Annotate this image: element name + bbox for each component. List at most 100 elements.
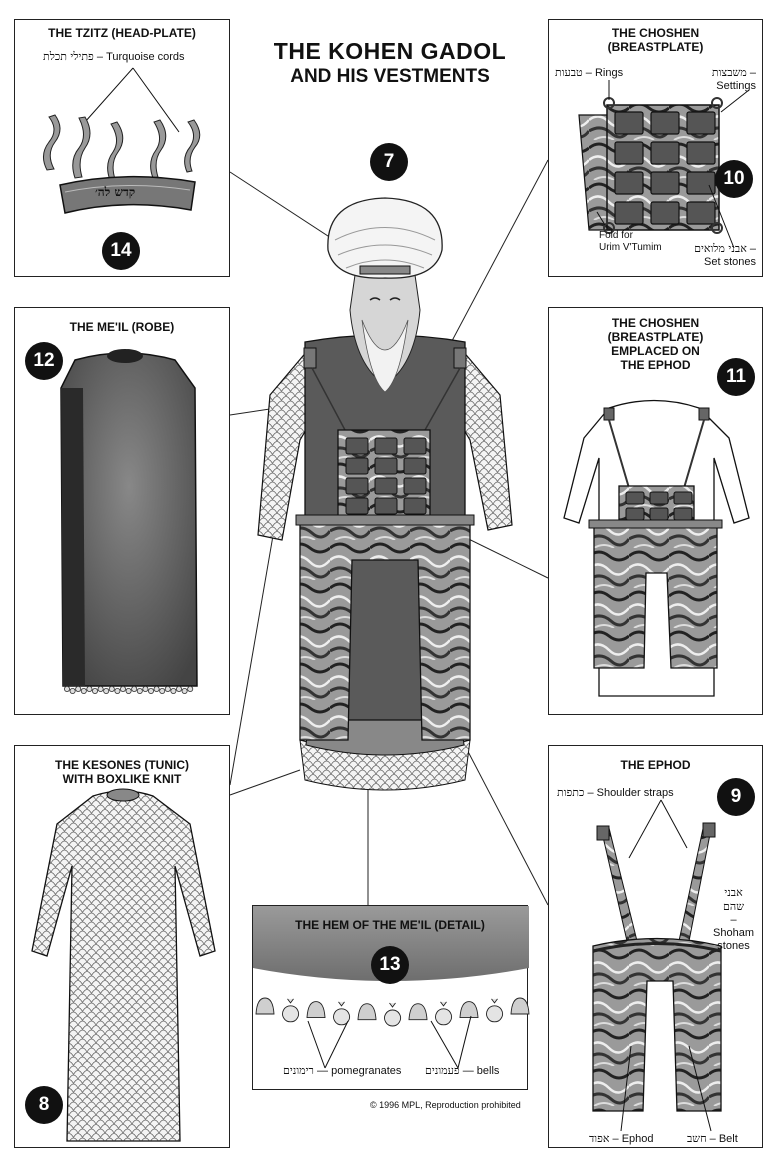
hem-bell — [306, 1001, 326, 1018]
robe-hem-bell — [147, 687, 154, 694]
hem-pomegranates-label: רימונים — pomegranates — [283, 1064, 401, 1078]
choshen-settings-dash: – — [749, 67, 756, 79]
badge-12: 12 — [25, 342, 63, 380]
breastplate-stone — [345, 437, 369, 455]
robe-hem-bell — [120, 685, 127, 692]
robe-hem-bell — [86, 685, 93, 692]
panel-choshen-ephod-title-line2: (BREASTPLATE) — [607, 330, 704, 344]
panel-meil: THE ME'IL (ROBE) 12 — [14, 307, 230, 715]
breastplate-stone — [614, 141, 644, 165]
tzitz-cords-label: פתילי תכלת – Turquoise cords — [43, 50, 185, 64]
robe-hem-bell — [125, 687, 132, 694]
hem-pomegranates-english: — pomegranates — [317, 1065, 402, 1077]
tzitz-illustration — [43, 67, 201, 214]
choshen-rings-hebrew: טבעות — [555, 66, 583, 79]
kohen-gadol-figure — [257, 197, 513, 791]
robe-hem-bell — [103, 687, 110, 694]
robe-hem-bell — [114, 687, 121, 694]
choshen-ephod-illustration — [563, 399, 750, 697]
hem-bells-label: פעמונים — bells — [425, 1064, 499, 1078]
page-title: THE KOHEN GADOL — [273, 38, 507, 64]
ephod-illustration — [592, 799, 722, 1132]
choshen-settings-english: Settings — [716, 80, 756, 92]
ephod-ephod-hebrew: אפוד — [589, 1132, 610, 1145]
breastplate-stone — [649, 491, 669, 505]
breastplate-stone — [345, 457, 369, 475]
breastplate-stone — [345, 477, 369, 495]
hem-pomegranate — [282, 998, 299, 1023]
panel-choshen: THE CHOSHEN (BREASTPLATE) טבעות – Rings … — [548, 19, 763, 277]
breastplate-stone — [614, 171, 644, 195]
breastplate-stone — [673, 491, 693, 505]
breastplate-stone — [650, 201, 680, 225]
panel-hem-title: THE HEM OF THE ME'IL (DETAIL) — [295, 918, 485, 932]
ephod-straps-english: – Shoulder straps — [587, 787, 674, 799]
choshen-fold-line1: Fold for — [599, 230, 633, 241]
choshen-rings-english: – Rings — [585, 67, 624, 79]
ephod-shoham-dash: – — [730, 914, 737, 926]
breastplate-stone — [374, 497, 398, 515]
hem-bell — [459, 1001, 479, 1018]
kesones-illustration — [31, 788, 216, 1142]
robe-hem-bell — [142, 685, 149, 692]
panel-ephod-title: THE EPHOD — [620, 758, 691, 772]
breastplate-stone — [374, 457, 398, 475]
ephod-ephod-label: אפוד – Ephod — [589, 1132, 654, 1146]
choshen-stones-english: Set stones — [704, 256, 756, 268]
robe-hem-bell — [181, 687, 188, 694]
panel-tzitz: THE TZITZ (HEAD-PLATE) פתילי תכלת – Turq… — [14, 19, 230, 277]
robe-hem-bell — [153, 685, 160, 692]
choshen-fold-label: Fold for Urim V'Tumim — [599, 230, 662, 254]
tzitz-plate-inscription: קדש לה׳ — [95, 185, 136, 199]
badge-7: 7 — [370, 143, 408, 181]
hem-bells-hebrew: פעמונים — [425, 1064, 460, 1077]
tzitz-cords-hebrew: פתילי תכלת — [43, 50, 94, 63]
robe-hem-bell — [80, 687, 87, 694]
breastplate-stone — [403, 457, 427, 475]
badge-10: 10 — [715, 160, 753, 198]
panel-choshen-ephod-title-line3: EMPLACED ON — [611, 344, 700, 358]
panel-choshen-title-line2: (BREASTPLATE) — [607, 40, 704, 54]
badge-8: 8 — [25, 1086, 63, 1124]
breastplate-stone — [650, 111, 680, 135]
robe-hem-bell — [164, 685, 171, 692]
breastplate-stone — [650, 171, 680, 195]
page-subtitle: AND HIS VESTMENTS — [290, 66, 490, 87]
hem-bell — [408, 1003, 428, 1021]
hem-bells-english: — bells — [462, 1065, 500, 1077]
ephod-shoham-label: אבני שהם – Shoham stones — [713, 886, 754, 953]
robe-hem-bell — [69, 687, 76, 694]
choshen-settings-hebrew: משבצות — [711, 66, 747, 79]
panel-choshen-ephod-title-line4: THE EPHOD — [620, 358, 691, 372]
panel-kesones-title-line2: WITH BOXLIKE KNIT — [62, 772, 182, 786]
breastplate-stone — [673, 507, 693, 521]
breastplate-stone — [403, 497, 427, 515]
robe-hem-bell — [159, 687, 166, 694]
ephod-straps-label: כתפות – Shoulder straps — [557, 786, 674, 800]
breastplate-stone — [614, 111, 644, 135]
choshen-illustration — [578, 80, 750, 249]
robe-hem-bell — [170, 687, 177, 694]
panel-kesones: THE KESONES (TUNIC) WITH BOXLIKE KNIT 8 — [14, 745, 230, 1148]
panel-hem: THE HEM OF THE ME'IL (DETAIL) 13 רימונים… — [252, 905, 530, 1090]
choshen-rings-label: טבעות – Rings — [555, 66, 623, 80]
breastplate-stone — [686, 201, 716, 225]
badge-9: 9 — [717, 778, 755, 816]
ephod-shoham-hebrew-2: שהם — [723, 900, 744, 913]
choshen-stones-label: אבני מלואים – Set stones — [694, 242, 756, 269]
breastplate-stone — [686, 111, 716, 135]
copyright-notice: © 1996 MPL, Reproduction prohibited — [370, 1100, 521, 1110]
ephod-shoham-line1: Shoham — [713, 927, 754, 939]
breastplate-stone — [403, 437, 427, 455]
robe-hem-bell — [64, 685, 71, 692]
choshen-settings-label: משבצות – Settings — [712, 66, 756, 93]
hem-bell — [255, 997, 275, 1015]
ephod-belt-english: – Belt — [709, 1133, 738, 1145]
choshen-fold-line2: Urim V'Tumim — [599, 242, 662, 253]
panel-tzitz-title: THE TZITZ (HEAD-PLATE) — [48, 26, 196, 40]
hem-bell — [357, 1003, 377, 1021]
choshen-stones-dash: – — [749, 243, 756, 255]
hem-pomegranate — [333, 1001, 350, 1026]
tzitz-cords-english: – Turquoise cords — [96, 51, 185, 63]
hem-pomegranate — [435, 1001, 452, 1026]
